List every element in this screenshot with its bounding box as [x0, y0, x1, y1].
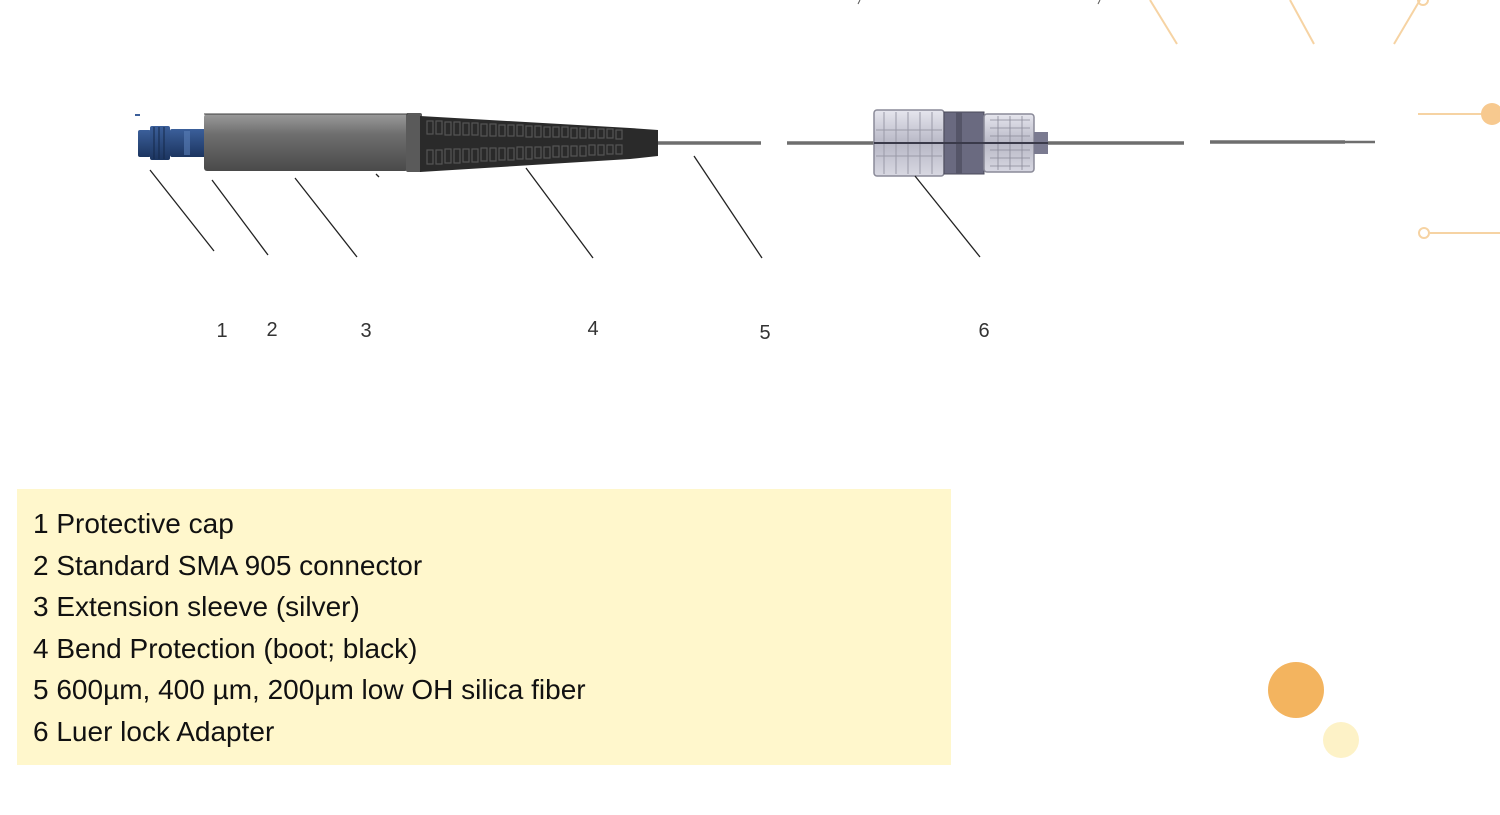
decorative-mark	[1097, 0, 1101, 5]
callout-label-5: 5	[759, 322, 770, 344]
decorative-node-ring	[1417, 0, 1429, 6]
leader-line-6	[914, 175, 981, 258]
legend-item-5: 5 600µm, 400 µm, 200µm low OH silica fib…	[33, 674, 586, 705]
luer-lock-adapter	[873, 109, 1048, 177]
leader-line-5	[693, 155, 763, 259]
decorative-network-lines	[1149, 0, 1500, 234]
protective-cap	[135, 114, 170, 160]
sma-connector	[170, 129, 206, 157]
callout-label-2: 2	[266, 319, 277, 341]
leader-line-3	[294, 177, 358, 258]
extension-sleeve	[204, 113, 422, 172]
leader-lines	[149, 155, 981, 259]
decorative-circle-light	[1323, 722, 1359, 758]
callout-label-4: 4	[587, 318, 598, 340]
leader-line-2	[211, 179, 269, 256]
legend-item-6: 6 Luer lock Adapter	[33, 715, 275, 747]
decorative-node-ring	[1418, 227, 1430, 239]
callout-numbers: 1 2 3 4 5 6	[216, 318, 989, 344]
callout-label-3: 3	[360, 320, 371, 342]
callout-label-1: 1	[216, 320, 227, 342]
parts-legend: 1 Protective cap 2 Standard SMA 905 conn…	[17, 489, 951, 765]
silica-fiber	[658, 140, 1375, 145]
decorative-mark	[857, 0, 861, 5]
decorative-circle-orange	[1268, 662, 1324, 718]
bend-protection-boot	[420, 116, 658, 172]
decorative-node-dot	[1481, 103, 1500, 125]
callout-label-6: 6	[978, 320, 989, 342]
legend-item-4: 4 Bend Protection (boot; black)	[33, 632, 418, 664]
legend-item-3: 3 Extension sleeve (silver)	[33, 591, 360, 622]
leader-line-4	[525, 167, 594, 259]
legend-item-1: 1 Protective cap	[33, 508, 234, 539]
leader-line-1	[149, 169, 215, 252]
legend-item-2: 2 Standard SMA 905 connector	[33, 549, 423, 581]
